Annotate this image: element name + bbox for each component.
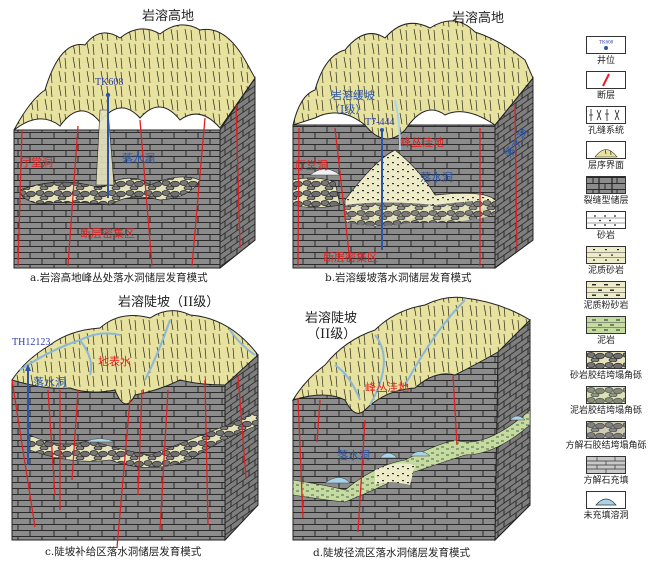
label-fault-zone: 断层密集区: [323, 251, 378, 264]
well-tk608-marker: [105, 92, 111, 98]
fracture-reservoir-icon: [587, 177, 625, 193]
legend-label: 孔缝系统: [587, 126, 624, 136]
label-gentle-slope-grade: （I级）: [329, 103, 367, 116]
legend-item-muddy-siltstone: 泥质粉砂岩: [563, 281, 649, 311]
mudstone-breccia-icon: [587, 387, 625, 403]
panel-b-top-title: 岩溶高地: [452, 11, 505, 26]
panel-c: 岩溶陡坡（II级） TH12123 地表水 落水洞 c.陡坡补给区落水洞储层发育…: [0, 290, 285, 569]
label-peak-depression: 峰丛洼地: [365, 381, 409, 394]
legend-label: 方解石胶结垮塌角砾: [565, 441, 647, 451]
legend-well-symbol-text: TK608: [599, 41, 614, 46]
legend-item-calcite-breccia: 方解石胶结垮塌角砾: [563, 421, 649, 451]
well-label-t7-444: T7-444: [365, 117, 395, 128]
legend-label: 方解石充填: [583, 476, 629, 486]
panel-a-block-diagram: [13, 24, 256, 270]
calcite-breccia-icon: [587, 422, 625, 438]
legend-item-fault: 断层: [563, 71, 649, 101]
fault-lines: [297, 104, 518, 267]
panel-d-caption: d.陡坡径流区落水洞储层发育模式: [313, 547, 471, 559]
legend-label: 裂缝型储层: [583, 196, 629, 206]
well-t7-444-marker: [380, 128, 384, 132]
legend: TK608 井位 断层 孔缝系统 层序界面 裂缝型储层 砂岩 泥质砂岩 泥质粉砂…: [563, 28, 649, 558]
legend-label: 泥质砂岩: [587, 266, 624, 276]
legend-item-fracture-system: 孔缝系统: [563, 106, 649, 136]
fault-lines: [11, 374, 247, 549]
panel-d-top-title: 岩溶陡坡: [305, 311, 358, 326]
legend-item-muddy-sandstone: 泥质砂岩: [563, 246, 649, 276]
label-gentle-slope: 岩溶缓坡: [331, 89, 375, 102]
label-sinkhole: 落水洞: [122, 152, 155, 165]
sequence-boundary-icon: [594, 149, 618, 158]
panel-b-block-diagram: [292, 20, 534, 269]
label-sinkhole: 落水洞: [33, 376, 66, 389]
legend-item-sandstone: 砂岩: [563, 211, 649, 241]
legend-item-calcite-fill: 方解石充填: [563, 456, 649, 486]
legend-item-unfilled-cave: 未充填溶洞: [563, 491, 649, 521]
fault-icon: [602, 73, 610, 87]
label-fault-zone: 断层密集区: [80, 227, 135, 240]
well-label-th12123: TH12123: [12, 337, 51, 348]
fracture-system-icon: [589, 109, 620, 121]
legend-item-mudstone-breccia: 泥岩胶结垮塌角砾: [563, 386, 649, 416]
well-label-tk608: TK608: [95, 77, 124, 88]
legend-label: 泥岩胶结垮塌角砾: [569, 406, 642, 416]
panel-b-caption: b.岩溶缓坡落水洞储层发育模式: [325, 272, 472, 284]
legend-label: 断层: [596, 91, 615, 101]
label-hall-cave: 厅堂洞: [295, 159, 328, 172]
fault-lines: [297, 374, 458, 533]
panel-b: 岩溶高地 岩溶缓坡 （I级） T7-444 峰丛洼地 厅堂洞 落水洞 落水洞 断…: [285, 0, 560, 290]
well-icon: [604, 46, 608, 50]
label-sinkhole: 落水洞: [337, 449, 370, 462]
sandstone-icon: [587, 215, 625, 226]
sandstone-breccia-icon: [587, 352, 625, 368]
panel-c-caption: c.陡坡补给区落水洞储层发育模式: [45, 546, 202, 558]
panel-a-top-title: 岩溶高地: [142, 9, 195, 24]
panel-d-block-diagram: [291, 296, 531, 542]
panel-c-top-title: 岩溶陡坡（II级）: [118, 295, 220, 310]
label-hall-cave: 厅堂洞: [20, 156, 53, 169]
legend-label: 层序界面: [587, 161, 624, 171]
unfilled-cave-icon: [595, 498, 617, 506]
muddy-sandstone-icon: [587, 249, 625, 261]
panel-d-top-title-grade: （II级）: [307, 327, 357, 342]
calcite-fill-icon: [587, 457, 625, 473]
legend-label: 砂岩胶结垮塌角砾: [569, 371, 642, 381]
legend-label: 井位: [596, 56, 615, 66]
fault-lines: [17, 104, 241, 267]
label-sinkhole: 落水洞: [420, 171, 453, 184]
label-surface-water: 地表水: [98, 355, 131, 368]
panel-c-block-diagram: [11, 310, 259, 549]
panel-a: 岩溶高地 TK608 厅堂洞 落水洞 断层密集区 a.岩溶高地峰丛处落水洞储层发…: [0, 0, 285, 283]
legend-label: 泥岩: [596, 336, 615, 346]
legend-item-well: TK608 井位: [563, 36, 649, 66]
legend-label: 砂岩: [596, 231, 615, 241]
label-peak-depression: 峰丛洼地: [400, 136, 444, 149]
muddy-siltstone-icon: [587, 284, 625, 296]
legend-label: 泥质粉砂岩: [583, 301, 629, 311]
panel-d: 岩溶陡坡 （II级） 峰丛洼地 落水洞 d.陡坡径流区落水洞储层发育模式: [285, 290, 555, 569]
mudstone-icon: [587, 319, 625, 331]
legend-item-sequence-boundary: 层序界面: [563, 141, 649, 171]
legend-item-fracture-reservoir: 裂缝型储层: [563, 176, 649, 206]
legend-item-sandstone-breccia: 砂岩胶结垮塌角砾: [563, 351, 649, 381]
panel-a-caption: a.岩溶高地峰丛处落水洞储层发育模式: [30, 272, 208, 284]
legend-item-mudstone: 泥岩: [563, 316, 649, 346]
legend-label: 未充填溶洞: [583, 511, 629, 521]
